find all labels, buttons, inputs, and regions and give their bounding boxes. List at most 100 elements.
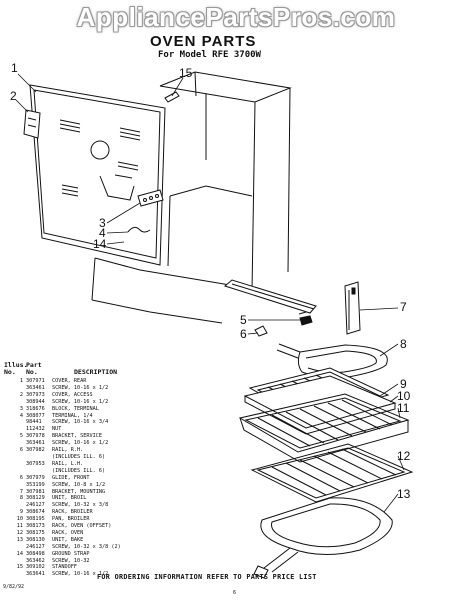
callout-15: 15 (179, 66, 193, 80)
legend-part-no: 308674 (26, 509, 45, 516)
legend-part-no (26, 468, 52, 475)
legend-illus-no: 3 (19, 405, 23, 412)
callout-6: 6 (240, 327, 247, 341)
callout-8: 8 (400, 337, 407, 351)
legend-part-no: 308173 (26, 523, 45, 530)
oven-rack-drawing (250, 443, 414, 503)
legend-illus-no (5, 482, 26, 489)
legend-part-no (26, 454, 52, 461)
legend-illus-no: 10 (16, 516, 23, 523)
callout-7: 7 (400, 300, 407, 314)
legend-row: 308944 SCREW, 10-16 x 1/2 (5, 399, 230, 406)
callout-14: 14 (93, 237, 107, 251)
legend-part-no: 98441 (26, 419, 42, 426)
legend-part-no: 246127 (26, 543, 45, 550)
legend-illus-no (5, 461, 26, 468)
legend-part-no: 353199 (26, 481, 45, 488)
legend-row: 363461 SCREW, 10-16 x 1/2 (5, 385, 230, 392)
callout-10: 10 (397, 389, 411, 403)
callout-4: 4 (99, 226, 106, 240)
legend-row: 246127 SCREW, 10-32 x 3/8 (2) (5, 544, 230, 551)
leader-lines (15, 73, 405, 513)
legend-part-no: 308130 (26, 536, 45, 543)
legend-description: COVER, REAR (52, 378, 87, 384)
callout-2: 2 (10, 89, 17, 103)
legend-description: SCREW, 10-32 (52, 557, 90, 564)
legend-part-no: 308077 (26, 412, 45, 419)
legend-illus-no: 6 (19, 447, 23, 454)
legend-illus-no (5, 502, 26, 509)
legend-description: GLIDE, FRONT (52, 474, 90, 481)
legend-row: 307953 RAIL, L.H. (5, 461, 230, 468)
broiler-pan-drawing (243, 375, 397, 435)
legend-part-no: 307973 (26, 391, 45, 398)
legend-part-no: 307953 (26, 460, 45, 467)
legend-part-no: 308944 (26, 398, 45, 405)
legend-description: RAIL, L.H. (52, 460, 84, 467)
legend-illus-no: 11 (16, 523, 23, 530)
legend-part-no: 309102 (26, 564, 45, 571)
legend-description: RACK, BROILER (52, 509, 93, 516)
legend-illus-no: 14 (16, 550, 23, 557)
legend-illus-no: 4 (19, 412, 23, 419)
callout-3: 3 (99, 216, 106, 230)
legend-part-no: 308175 (26, 529, 45, 536)
legend-description: BRACKET, MOUNTING (52, 488, 106, 495)
legend-description: (INCLUDES ILL. 6) (52, 453, 106, 460)
legend-part-no: 363461 (26, 384, 45, 391)
legend-description: UNIT, BROIL (52, 495, 87, 502)
legend-illus-no (5, 385, 26, 392)
legend-description: RACK, OVEN (OFFSET) (52, 523, 112, 530)
legend-description: GROUND STRAP (52, 550, 90, 557)
legend-illus-no: 8 (19, 495, 23, 502)
legend-description: BLOCK, TERMINAL (52, 405, 99, 412)
legend-description: TERMINAL, 1/4 (52, 412, 93, 419)
legend-description: SCREW, 10-16 x 1/2 (52, 440, 109, 447)
legend-part-no: 307971 (26, 378, 45, 384)
legend-illus-no (5, 399, 26, 406)
legend-illus-no: 15 (16, 564, 23, 571)
legend-description: SCREW, 10-8 x 1/2 (52, 481, 106, 488)
legend-part-no: 363461 (26, 440, 45, 447)
legend-part-no: 308195 (26, 516, 45, 523)
watermark: AppliancePartsPros.com (76, 2, 396, 32)
legend-description: UNIT, BAKE (52, 536, 84, 543)
legend-part-no: 307979 (26, 474, 45, 481)
legend-description: (INCLUDES ILL. 6) (52, 467, 106, 474)
callout-11: 11 (397, 401, 410, 415)
legend-header-description: DESCRIPTION (74, 368, 118, 376)
legend-illus-no (5, 426, 26, 433)
legend-illus-no (5, 571, 26, 578)
legend-description: SCREW, 10-32 x 3/8 (2) (52, 543, 121, 550)
legend-illus-no: 13 (16, 536, 23, 543)
access-cover-drawing (23, 109, 41, 139)
callout-1: 1 (11, 61, 18, 75)
legend-description: STANDOFF (52, 564, 77, 571)
legend-row: (INCLUDES ILL. 6) (5, 454, 230, 461)
legend-illus-no: 1 (19, 378, 23, 384)
ordering-footer: FOR ORDERING INFORMATION REFER TO PARTS … (97, 573, 317, 581)
legend-description: SCREW, 10-16 x 1/2 (52, 384, 109, 391)
legend-description: RAIL, R.H. (52, 447, 84, 454)
legend-illus-no (5, 440, 26, 447)
page-number: 6 (233, 590, 237, 596)
legend-description: SCREW, 10-16 x 1/2 (52, 398, 109, 405)
callout-12: 12 (397, 449, 411, 463)
legend-illus-no (5, 468, 26, 475)
